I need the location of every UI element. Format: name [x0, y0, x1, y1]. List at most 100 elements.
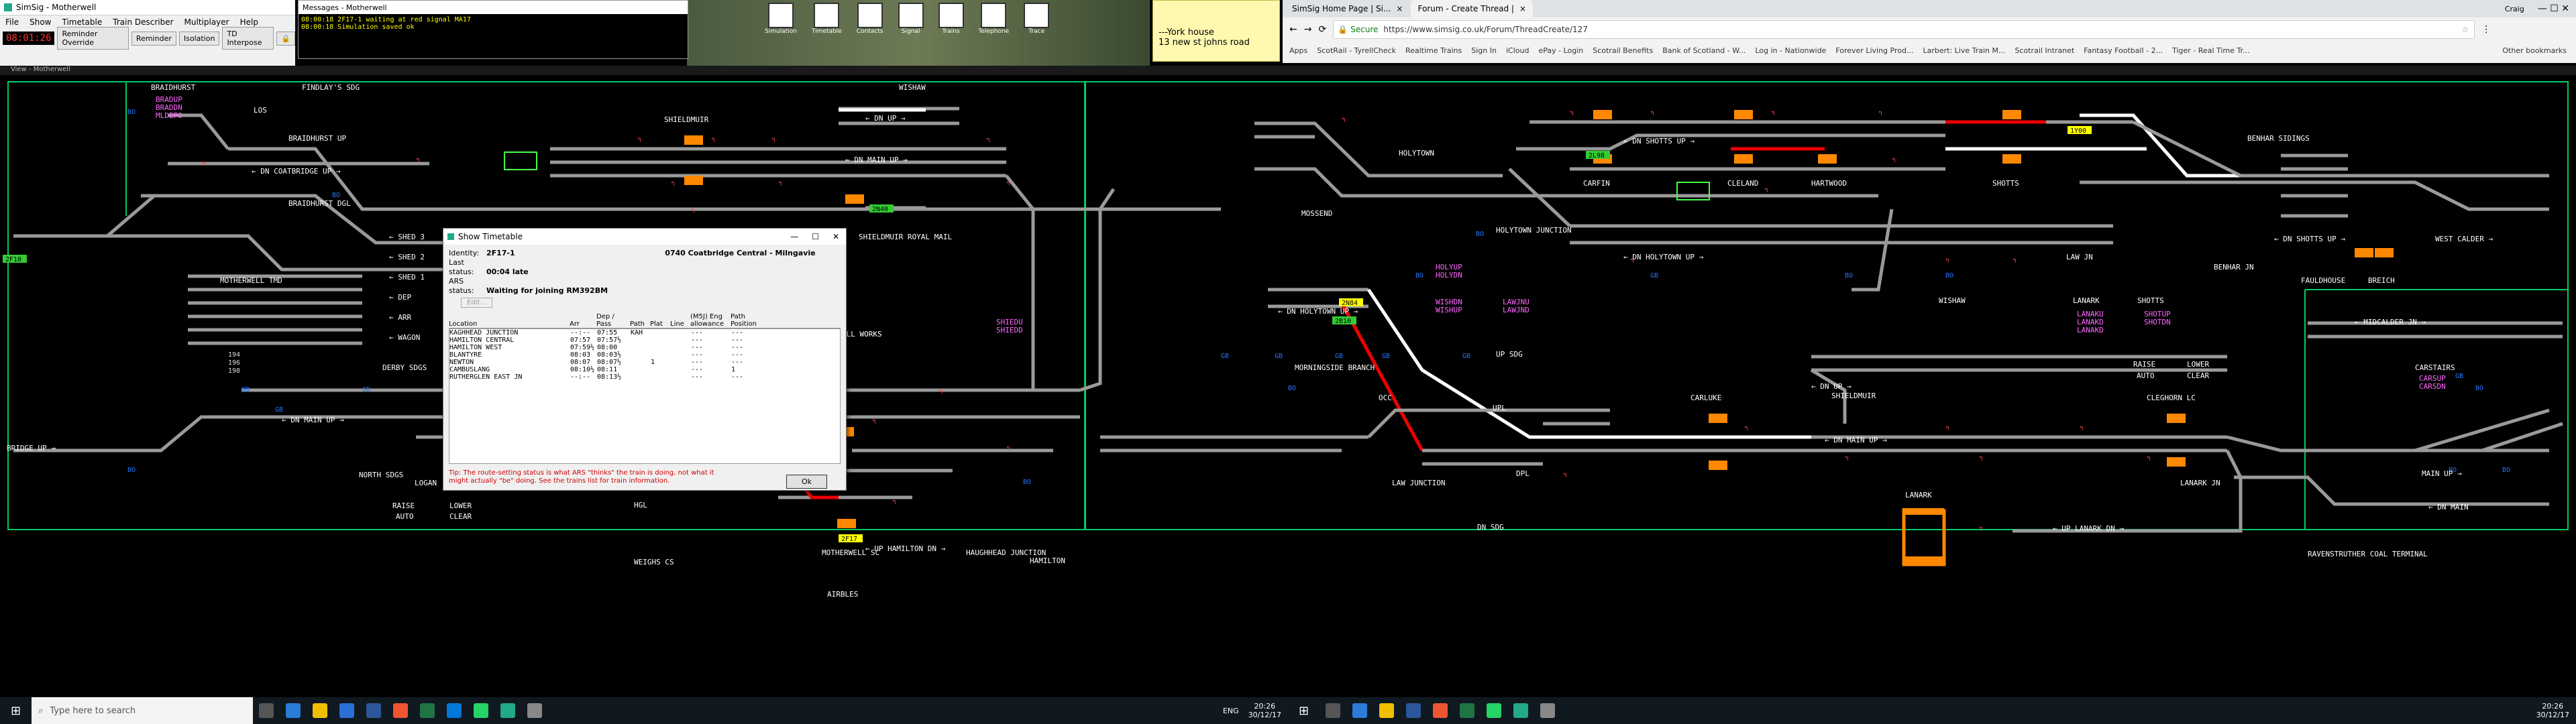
menu-train-describer[interactable]: Train Describer	[113, 17, 174, 27]
word-icon[interactable]	[1406, 703, 1421, 718]
bookmark-item[interactable]: Fantasy Football - 2...	[2084, 46, 2163, 55]
chrome-icon[interactable]	[393, 703, 409, 718]
column-header[interactable]: (M5J) Eng allowance	[690, 313, 724, 328]
bookmark-item[interactable]: ePay - Login	[1538, 46, 1584, 55]
ars-indicator[interactable]	[1676, 182, 1710, 200]
chrome-icon[interactable]	[1433, 703, 1448, 718]
bookmark-item[interactable]: Sign In	[1471, 46, 1497, 55]
train-describer-boxes[interactable]: 2N40 2F17 2L98 1Y00 2N84 2B10 2F10	[3, 126, 2092, 543]
edge-icon[interactable]	[1352, 703, 1368, 718]
simsig-taskbar-icon[interactable]	[500, 703, 516, 718]
notes-icon[interactable]	[527, 703, 543, 718]
td-berth[interactable]	[869, 204, 894, 213]
bookmark-item[interactable]: Bank of Scotland - W...	[1662, 46, 1746, 55]
td-berth[interactable]	[3, 255, 27, 263]
column-header[interactable]: Plat	[650, 320, 663, 328]
menu-multiplayer[interactable]: Multiplayer	[184, 17, 229, 27]
trains-shortcut[interactable]: Trains	[938, 3, 964, 50]
td-berth[interactable]	[1332, 316, 1356, 324]
bookmark-item[interactable]: Other bookmarks	[2502, 46, 2567, 55]
td-berth[interactable]	[1339, 298, 1363, 306]
close-icon[interactable]: ✕	[832, 232, 839, 241]
reminder-override-button[interactable]: Reminder Override	[57, 27, 129, 50]
minimize-icon[interactable]: —	[790, 232, 799, 241]
notes-icon[interactable]	[1540, 703, 1556, 718]
forward-arrow-icon[interactable]: →	[1303, 24, 1312, 35]
lock-icon[interactable]: 🔒	[276, 31, 295, 46]
table-row[interactable]: RUTHERGLEN EAST JN--:--08:13½------	[449, 373, 744, 381]
file-explorer-icon[interactable]	[1379, 703, 1395, 718]
bookmark-item[interactable]: Forever Living Prod...	[1835, 46, 1914, 55]
task-view-icon[interactable]	[259, 703, 274, 718]
simulation-shortcut[interactable]: Simulation	[765, 3, 797, 50]
timetable-shortcut[interactable]: Timetable	[812, 3, 842, 50]
contacts-shortcut[interactable]: Contacts	[857, 3, 883, 50]
tab-simsig-home[interactable]: SimSig Home Page | Si...×	[1285, 0, 1410, 17]
menu-dots-icon[interactable]: ⋮	[2481, 24, 2491, 35]
reminder-button[interactable]: Reminder	[131, 31, 176, 46]
close-icon[interactable]: ×	[1519, 4, 1527, 13]
column-header[interactable]: Line	[670, 320, 684, 328]
menu-file[interactable]: File	[5, 17, 19, 27]
bookmark-item[interactable]: Scotrail Benefits	[1593, 46, 1654, 55]
bookmark-item[interactable]: Apps	[1289, 46, 1308, 55]
bookmark-item[interactable]: Realtime Trains	[1405, 46, 1462, 55]
bookmark-item[interactable]: Tiger - Real Time Tr...	[2172, 46, 2250, 55]
column-header[interactable]: Arr	[570, 320, 580, 328]
menu-timetable[interactable]: Timetable	[62, 17, 103, 27]
whatsapp-icon[interactable]	[474, 703, 489, 718]
mail-icon[interactable]	[339, 703, 355, 718]
edit-button[interactable]: Edit...	[461, 298, 492, 308]
excel-icon[interactable]	[1460, 703, 1475, 718]
close-icon[interactable]: ×	[1396, 4, 1403, 13]
ars-indicator[interactable]	[504, 152, 537, 170]
sticky-note[interactable]: ---York house 13 new st johns road	[1152, 0, 1280, 62]
td-berth[interactable]	[839, 534, 863, 542]
telephone-shortcut[interactable]: Telephone	[979, 3, 1009, 50]
isolation-button[interactable]: Isolation	[178, 31, 220, 46]
windows-start-icon[interactable]: ⊞	[11, 703, 21, 718]
bookmark-item[interactable]: Larbert: Live Train M...	[1923, 46, 2006, 55]
input-language[interactable]: ENG	[1222, 706, 1239, 715]
outlook-icon[interactable]	[447, 703, 462, 718]
column-header[interactable]: Dep / Pass	[596, 313, 614, 328]
column-header[interactable]: Path Position	[731, 313, 757, 328]
windows-start-icon[interactable]: ⊞	[1299, 703, 1309, 718]
ok-button[interactable]: Ok	[786, 475, 827, 489]
bookmark-item[interactable]: ScotRail - TyrellCheck	[1317, 46, 1397, 55]
profile-name[interactable]: Craig	[2504, 4, 2524, 13]
signalling-panel[interactable]: ↰↰ ↰↰ ↰↰ ↰↰ ↰↰ ↰↰ ↰↰ ↰↰ ↰↰ ↰↰ ↰↰ ↰↰ ↰↰ ↰…	[0, 75, 2576, 677]
column-header[interactable]: Location	[449, 320, 478, 328]
excel-icon[interactable]	[420, 703, 435, 718]
td-berth[interactable]	[2068, 126, 2092, 134]
td-berth[interactable]	[1586, 151, 1610, 159]
bookmark-item[interactable]: iCloud	[1505, 46, 1529, 55]
reload-icon[interactable]: ⟳	[1318, 24, 1327, 35]
whatsapp-icon[interactable]	[1487, 703, 1502, 718]
back-arrow-icon[interactable]: ←	[1289, 24, 1297, 35]
bookmark-item[interactable]: Scotrail Intranet	[2015, 46, 2075, 55]
menu-show[interactable]: Show	[30, 17, 52, 27]
td-interpose-button[interactable]: TD Interpose	[222, 27, 274, 50]
word-icon[interactable]	[366, 703, 382, 718]
menu-help[interactable]: Help	[239, 17, 258, 27]
address-bar[interactable]: 🔒 Secure https://www.simsig.co.uk/Forum/…	[1333, 20, 2475, 39]
search-box[interactable]: ⌕ Type here to search	[32, 697, 254, 724]
star-icon[interactable]: ☆	[2461, 25, 2469, 34]
cortana-icon[interactable]	[1326, 703, 1341, 718]
simsig-taskbar-icon[interactable]	[1513, 703, 1529, 718]
edge-icon[interactable]	[286, 703, 301, 718]
signal-shortcut[interactable]: Signal	[898, 3, 924, 50]
maximize-icon[interactable]: ☐	[812, 232, 819, 241]
column-header[interactable]: Path	[630, 320, 645, 328]
tab-forum[interactable]: Forum - Create Thread |×	[1411, 0, 1534, 17]
